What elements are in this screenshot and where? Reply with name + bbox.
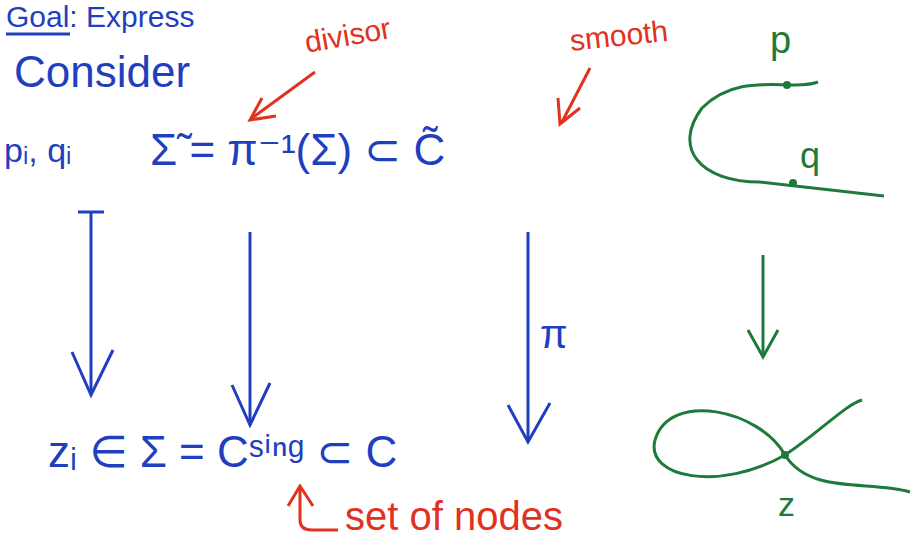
annotation: set of nodes [345,494,563,538]
map-arrows [72,212,550,442]
node-label: z [778,486,795,523]
point-dot [783,81,791,89]
curve-sketch [654,82,910,492]
point-label: q [800,136,820,176]
map-label: π [540,312,568,356]
math-expression: zᵢ ∈ Σ = Cˢⁱⁿᵍ ⊂ C [48,428,397,476]
annotation: smooth [568,14,669,57]
point-label: p [770,20,791,62]
heading: Goal: Express [6,0,194,33]
point-dot [789,179,797,187]
annotation: divisor [302,11,393,59]
node-dot [781,451,789,459]
math-expression: Σ̃ = π⁻¹(Σ) ⊂ C̃ [150,126,445,174]
note-text: Consider [14,48,190,96]
math-expression: pᵢ, qᵢ [4,132,71,169]
